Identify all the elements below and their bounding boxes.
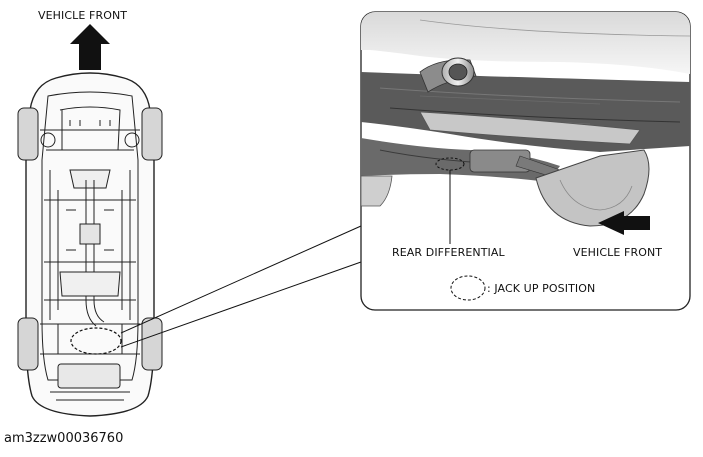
figure-code: am3zzw00036760 xyxy=(4,431,124,446)
leader-line-upper xyxy=(120,225,362,334)
detail-panel xyxy=(360,11,691,311)
jack-up-position-marker-car xyxy=(70,327,122,355)
rear-differential-label: REAR DIFFERENTIAL xyxy=(392,246,505,259)
vehicle-front-arrow-icon xyxy=(70,24,110,70)
vehicle-front-detail-label: VEHICLE FRONT xyxy=(573,246,663,259)
vehicle-front-arrow-detail-icon xyxy=(598,211,650,235)
jack-up-position-marker-detail xyxy=(435,157,465,171)
vehicle-front-label: VEHICLE FRONT xyxy=(38,9,128,22)
jack-up-legend-icon xyxy=(450,275,486,301)
leader-line-lower xyxy=(120,261,362,348)
jack-up-position-legend-label: : JACK UP POSITION xyxy=(487,282,596,295)
car-underbody-illustration xyxy=(17,72,163,417)
